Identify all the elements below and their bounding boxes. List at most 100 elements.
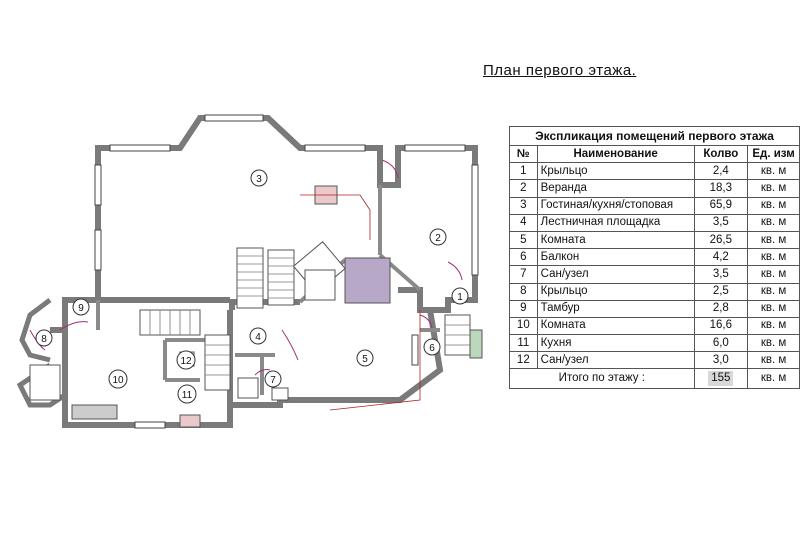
header-name: Наименование	[536, 144, 695, 164]
cell-no: 1	[509, 162, 538, 181]
cell-name: Сан/узел	[536, 351, 695, 370]
total-unit: кв. м	[747, 368, 800, 390]
room-number: 1	[457, 292, 463, 303]
cell-unit: кв. м	[747, 282, 800, 301]
room-number: 4	[255, 332, 261, 343]
table-header-row: № Наименование Колво Ед. изм	[509, 144, 800, 164]
cell-unit: кв. м	[747, 299, 800, 318]
windows	[94, 114, 479, 429]
cell-no: 8	[509, 282, 538, 301]
cell-no: 5	[509, 230, 538, 250]
cell-name: Тамбур	[536, 299, 695, 318]
cell-no: 9	[509, 299, 538, 318]
cell-unit: кв. м	[747, 162, 800, 181]
cell-unit: кв. м	[747, 265, 800, 284]
cell-name: Лестничная площадка	[536, 213, 695, 232]
room-number: 11	[182, 390, 193, 401]
plan-title: План первого этажа.	[483, 62, 637, 79]
room-number: 12	[180, 356, 192, 367]
cell-qty: 26,5	[693, 230, 749, 250]
room-label-12: 12	[176, 350, 196, 370]
cell-no: 12	[509, 351, 538, 370]
room-number: 5	[362, 354, 368, 365]
room-label-11: 11	[177, 384, 197, 404]
wiring	[300, 194, 421, 411]
room-number: 6	[429, 343, 435, 354]
cell-unit: кв. м	[747, 248, 800, 267]
room-label-1: 1	[451, 287, 469, 305]
cell-unit: кв. м	[747, 316, 800, 336]
room-label-4: 4	[249, 327, 267, 345]
cell-unit: кв. м	[747, 213, 800, 232]
cell-qty: 6,0	[693, 334, 749, 353]
room-label-7: 7	[264, 370, 282, 388]
total-cell: 155	[693, 368, 749, 390]
cell-no: 7	[509, 265, 538, 284]
room-label-9: 9	[72, 298, 90, 316]
table-caption: Экспликация помещений первого этажа	[509, 126, 800, 146]
cell-qty: 4,2	[693, 248, 749, 267]
table-caption-row: Экспликация помещений первого этажа	[509, 126, 800, 146]
header-qty: Колво	[693, 144, 749, 164]
room-number: 2	[435, 233, 441, 244]
room-label-3: 3	[250, 169, 268, 187]
cell-qty: 3,5	[693, 213, 749, 232]
cell-no: 3	[509, 196, 538, 215]
cell-no: 10	[509, 316, 538, 336]
cell-no: 6	[509, 248, 538, 267]
room-number: 8	[41, 334, 47, 345]
cell-name: Комната	[536, 230, 695, 250]
cell-unit: кв. м	[747, 179, 800, 198]
cell-unit: кв. м	[747, 230, 800, 250]
cell-name: Кухня	[536, 334, 695, 353]
room-label-8: 8	[35, 329, 53, 347]
cell-no: 11	[509, 334, 538, 353]
room-label-10: 10	[108, 369, 128, 389]
room-label-6: 6	[423, 338, 441, 356]
cell-qty: 2,5	[693, 282, 749, 301]
header-no: №	[509, 144, 538, 164]
room-label-5: 5	[356, 349, 374, 367]
table-total-row: Итого по этажу : 155 кв. м	[509, 368, 800, 390]
room-number: 9	[78, 303, 84, 314]
cell-qty: 16,6	[693, 316, 749, 336]
cell-qty: 3,0	[693, 351, 749, 370]
total-value: 155	[708, 371, 734, 387]
stair-treads	[149, 255, 470, 376]
cell-qty: 2,8	[693, 299, 749, 318]
cell-qty: 3,5	[693, 265, 749, 284]
cell-name: Балкон	[536, 248, 695, 267]
cell-qty: 18,3	[693, 179, 749, 198]
room-number: 3	[256, 174, 262, 185]
cell-qty: 2,4	[693, 162, 749, 181]
room-labels: 3 2 1 4 5 6 7 8 9 10 11 12	[35, 169, 469, 404]
room-number: 10	[112, 375, 124, 386]
cell-name: Веранда	[536, 179, 695, 198]
header-unit: Ед. изм	[747, 144, 800, 164]
cell-no: 4	[509, 213, 538, 232]
cell-unit: кв. м	[747, 351, 800, 370]
room-schedule-table: Экспликация помещений первого этажа № На…	[509, 126, 800, 390]
cell-name: Комната	[536, 316, 695, 336]
cell-qty: 65,9	[693, 196, 749, 215]
room-number: 7	[270, 375, 276, 386]
cell-name: Крыльцо	[536, 282, 695, 301]
cell-no: 2	[509, 179, 538, 198]
cell-unit: кв. м	[747, 196, 800, 215]
cell-name: Крыльцо	[536, 162, 695, 181]
cell-unit: кв. м	[747, 334, 800, 353]
